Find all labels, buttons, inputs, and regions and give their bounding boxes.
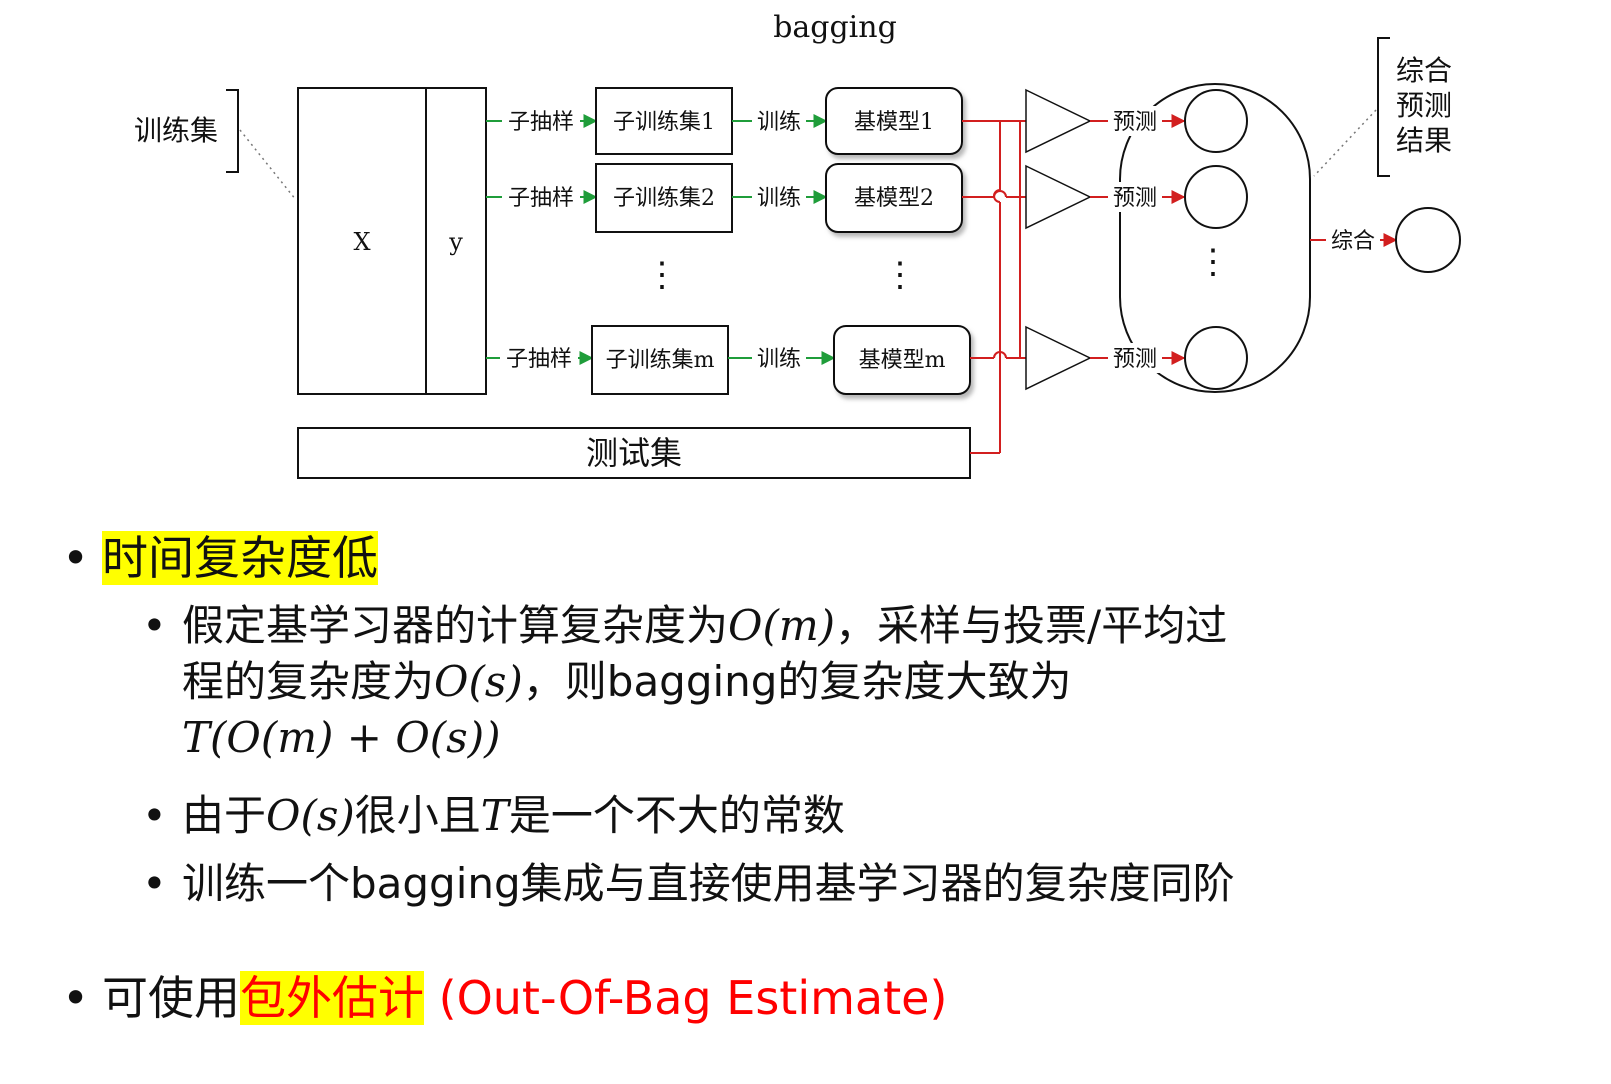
bullet-dot: • bbox=[142, 601, 167, 650]
subset-label-2: 子训练集2 bbox=[613, 186, 715, 211]
oob-highlight: 包外估计 bbox=[240, 971, 424, 1025]
oob-english: (Out-Of-Bag Estimate) bbox=[424, 971, 948, 1025]
subset-label-m: 子训练集m bbox=[606, 348, 715, 373]
prediction-circle-m bbox=[1184, 326, 1248, 390]
predict-bg-1 bbox=[1108, 106, 1162, 136]
bullet-oob: •可使用包外估计 (Out-Of-Bag Estimate) bbox=[62, 970, 947, 1026]
subsample-label-m: 子抽样 bbox=[506, 347, 572, 372]
predict-label-2: 预测 bbox=[1113, 186, 1157, 211]
subsample-bg-m bbox=[500, 343, 578, 373]
sub2-os: O(s) bbox=[266, 791, 355, 840]
test-set-label: 测试集 bbox=[586, 434, 682, 472]
predictor-triangle-m bbox=[1025, 325, 1092, 391]
combined-result-line-1: 综合 bbox=[1396, 54, 1452, 87]
final-result-circle bbox=[1395, 207, 1461, 273]
prediction-circle-1 bbox=[1184, 89, 1248, 153]
sub-bullet-small-os: • 由于O(s)很小且T是一个不大的常数 bbox=[142, 788, 845, 844]
predict-label-1: 预测 bbox=[1113, 110, 1157, 135]
x-label: X bbox=[353, 228, 370, 256]
sub1-os: O(s) bbox=[434, 657, 523, 706]
sub2-t: T bbox=[480, 791, 509, 840]
sub1-formula: T(O(m) + O(s)) bbox=[182, 713, 501, 762]
train-bg-2 bbox=[752, 182, 806, 212]
output-vdots: ⋮ bbox=[1196, 242, 1230, 282]
combined-result-line-3: 结果 bbox=[1396, 124, 1452, 157]
model-label-2: 基模型2 bbox=[854, 186, 934, 211]
predictor-triangle-2 bbox=[1025, 164, 1092, 230]
sub-bullet-base-learner: • 假定基学习器的计算复杂度为O(m)，采样与投票/平均过 程的复杂度为O(s)… bbox=[142, 598, 1582, 766]
sub1-text-c: 程的复杂度为 bbox=[182, 657, 435, 706]
red-connectors bbox=[962, 120, 1034, 454]
subset-box-2 bbox=[595, 163, 733, 233]
subset-vdots: ⋮ bbox=[645, 255, 679, 295]
time-complexity-heading: 时间复杂度低 bbox=[102, 531, 378, 585]
subsample-bg-2 bbox=[502, 182, 580, 212]
oob-text-a: 可使用 bbox=[102, 971, 240, 1025]
train-bg-1 bbox=[752, 106, 806, 136]
bullet-dot: • bbox=[142, 859, 167, 908]
combine-bg bbox=[1326, 225, 1380, 255]
outputs-container bbox=[1119, 83, 1311, 393]
sub2-text-c: 是一个不大的常数 bbox=[508, 791, 845, 840]
subsample-label-2: 子抽样 bbox=[508, 186, 574, 211]
train-set-label: 训练集 bbox=[134, 114, 218, 147]
bullet-dot: • bbox=[62, 531, 90, 585]
diagram-title: bagging bbox=[773, 10, 897, 45]
combined-result-line-2: 预测 bbox=[1396, 89, 1452, 122]
bullet-dot: • bbox=[142, 791, 167, 840]
sub1-text-d: ，则bagging的复杂度大致为 bbox=[522, 657, 1072, 706]
subset-box-1 bbox=[595, 87, 733, 155]
model-label-m: 基模型m bbox=[859, 348, 946, 373]
subsample-bg-1 bbox=[502, 106, 580, 136]
sub1-om: O(m) bbox=[728, 601, 836, 650]
train-bg-m bbox=[752, 343, 806, 373]
y-label: y bbox=[448, 228, 463, 256]
subset-box-m bbox=[591, 325, 729, 395]
sub1-text-b: ，采样与投票/平均过 bbox=[835, 601, 1228, 650]
sub-bullet-same-order: • 训练一个bagging集成与直接使用基学习器的复杂度同阶 bbox=[142, 856, 1235, 912]
predict-label-m: 预测 bbox=[1113, 347, 1157, 372]
dataset-box bbox=[297, 87, 487, 395]
prediction-circle-2 bbox=[1184, 165, 1248, 229]
bagging-diagram: bagging 训练集 X y 子抽样 子训练集1 训练 基模型1 子抽样 子训… bbox=[134, 10, 1461, 479]
model-label-1: 基模型1 bbox=[854, 110, 934, 135]
subset-label-1: 子训练集1 bbox=[613, 110, 715, 135]
train-label-2: 训练 bbox=[757, 186, 801, 211]
test-set-box bbox=[297, 427, 971, 479]
predictor-triangle-1 bbox=[1025, 88, 1092, 154]
model-vdots: ⋮ bbox=[883, 255, 917, 295]
combine-label: 综合 bbox=[1331, 229, 1375, 254]
train-set-bracket bbox=[226, 89, 239, 173]
subsample-label-1: 子抽样 bbox=[508, 110, 574, 135]
sub3-text: 训练一个bagging集成与直接使用基学习器的复杂度同阶 bbox=[182, 859, 1235, 908]
predict-bg-2 bbox=[1108, 182, 1162, 212]
bullet-time-complexity: •时间复杂度低 bbox=[62, 530, 378, 586]
sub2-text-b: 很小且 bbox=[354, 791, 481, 840]
bullet-dot: • bbox=[62, 971, 90, 1025]
model-box-m bbox=[833, 325, 971, 395]
predict-bg-m bbox=[1108, 343, 1162, 373]
sub2-text-a: 由于 bbox=[182, 791, 267, 840]
train-label-1: 训练 bbox=[757, 110, 801, 135]
train-label-m: 训练 bbox=[757, 347, 801, 372]
combined-result-bracket bbox=[1377, 37, 1390, 177]
sub1-text-a: 假定基学习器的计算复杂度为 bbox=[182, 601, 729, 650]
